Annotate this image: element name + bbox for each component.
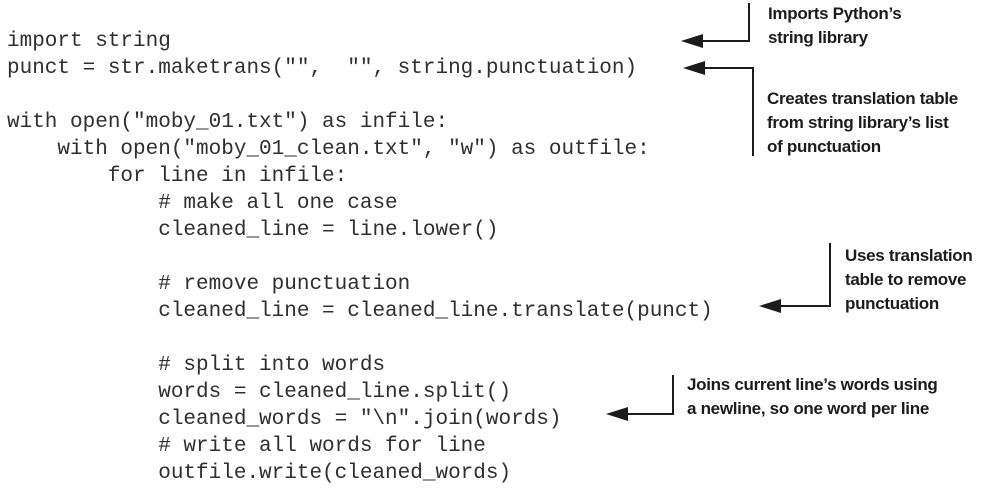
code-line: # split into words [7, 354, 386, 377]
connector-horizontal-line [628, 413, 674, 415]
connector-horizontal-line [703, 67, 754, 69]
annotation-uses-translation-table: Uses translation table to remove punctua… [845, 246, 973, 313]
code-line: for line in infile: [7, 165, 348, 188]
code-line: outfile.write(cleaned_words) [7, 462, 512, 485]
code-line [7, 82, 713, 109]
connector-vertical-line [748, 3, 750, 42]
code-line: import string [7, 30, 171, 53]
annotation-imports-string-library: Imports Python’s string library [768, 4, 902, 47]
connector-vertical-line [752, 67, 754, 156]
code-line: cleaned_line = line.lower() [7, 219, 499, 242]
code-line: # write all words for line [7, 435, 486, 458]
arrow-left-icon [759, 299, 781, 313]
code-line [7, 244, 713, 271]
code-line: with open("moby_01.txt") as infile: [7, 111, 449, 134]
code-block: import string punct = str.maketrans("", … [7, 28, 713, 487]
connector-vertical-line [829, 243, 831, 307]
annotation-creates-translation-table: Creates translation table from string li… [767, 89, 958, 156]
code-line: cleaned_words = "\n".join(words) [7, 408, 562, 431]
arrow-left-icon [681, 34, 703, 48]
code-line: punct = str.maketrans("", "", string.pun… [7, 57, 638, 80]
connector-horizontal-line [781, 305, 831, 307]
arrow-left-icon [606, 407, 628, 421]
code-line: with open("moby_01_clean.txt", "w") as o… [7, 138, 650, 161]
code-line: words = cleaned_line.split() [7, 381, 512, 404]
code-line [7, 325, 713, 352]
code-line: # make all one case [7, 192, 398, 215]
connector-vertical-line [672, 375, 674, 415]
connector-horizontal-line [701, 40, 750, 42]
code-line: cleaned_line = cleaned_line.translate(pu… [7, 300, 713, 323]
arrow-left-icon [683, 61, 705, 75]
code-line: # remove punctuation [7, 273, 411, 296]
annotation-joins-words-newline: Joins current line’s words using a newli… [687, 375, 938, 418]
